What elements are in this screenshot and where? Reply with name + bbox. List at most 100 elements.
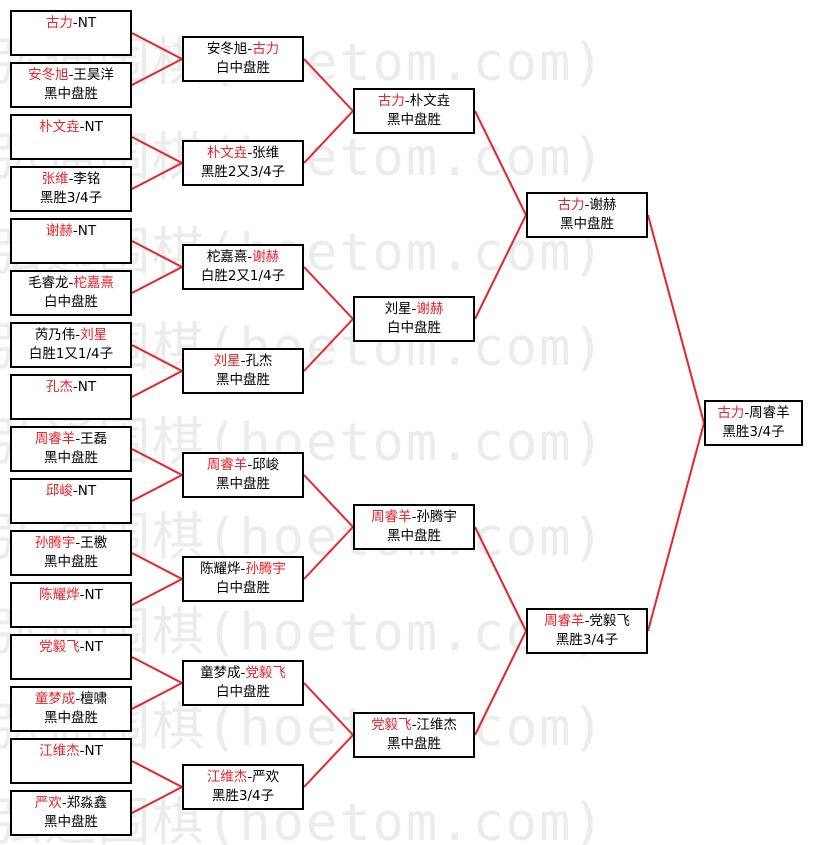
- connector-line: [474, 526, 527, 632]
- match-result: 黑中盘胜: [44, 450, 98, 466]
- match-box: 古力-NT: [10, 10, 132, 56]
- winner-name: 古力: [45, 15, 73, 31]
- player-name: -NT: [72, 379, 97, 395]
- connector-line: [131, 370, 183, 398]
- winner-name: 张维: [41, 171, 69, 187]
- match-box: 刘星-孔杰黑中盘胜: [182, 348, 304, 394]
- match-players: 孔杰-NT: [12, 378, 130, 397]
- match-box: 党毅飞-江维杰黑中盘胜: [353, 712, 475, 758]
- player-name: -NT: [79, 587, 103, 603]
- connector-line: [303, 734, 354, 788]
- connector-line: [303, 266, 354, 320]
- winner-name: 古力: [717, 405, 745, 421]
- winner-name: 安冬旭: [28, 67, 69, 83]
- match-result: 黑中盘胜: [216, 372, 270, 388]
- winner-name: 古力: [557, 197, 585, 213]
- match-result: [12, 397, 130, 416]
- winner-name: 邱峻: [45, 483, 73, 499]
- match-box: 古力-朴文垚黑中盘胜: [353, 88, 475, 134]
- match-result: 白中盘胜: [216, 60, 270, 76]
- match-players: 周睿羊-邱峻: [184, 456, 302, 475]
- player-name: -谢赫: [584, 197, 617, 213]
- match-result: 黑中盘胜: [560, 216, 614, 232]
- winner-name: 童梦成: [34, 691, 76, 707]
- winner-name: 朴文垚: [39, 119, 80, 135]
- winner-name: 谢赫: [252, 249, 280, 265]
- winner-name: 柁嘉熹: [73, 275, 114, 291]
- player-name: -孙腾宇: [411, 509, 457, 525]
- player-name: 刘星-: [384, 301, 417, 317]
- winner-name: 江维杰: [39, 743, 80, 759]
- match-players: 柁嘉熹-谢赫: [184, 248, 302, 267]
- player-name: -周睿羊: [744, 405, 790, 421]
- player-name: 毛睿龙-: [28, 275, 74, 291]
- match-players: 陈耀烨-孙腾宇: [184, 560, 302, 579]
- connector-line: [131, 474, 183, 502]
- match-box: 古力-谢赫黑中盘胜: [526, 192, 648, 238]
- winner-name: 党毅飞: [245, 665, 286, 681]
- match-players: 谢赫-NT: [12, 222, 130, 241]
- match-players: 陈耀烨-NT: [12, 586, 130, 605]
- match-box: 张维-李铭黑胜3/4子: [10, 166, 132, 212]
- match-result: 黑中盘胜: [44, 554, 98, 570]
- match-box: 江维杰-NT: [10, 738, 132, 784]
- match-result: [12, 137, 130, 156]
- player-name: -NT: [79, 639, 103, 655]
- match-box: 周睿羊-王磊黑中盘胜: [10, 426, 132, 472]
- match-box: 陈耀烨-孙腾宇白中盘胜: [182, 556, 304, 602]
- match-box: 周睿羊-党毅飞黑胜3/4子: [526, 608, 648, 654]
- winner-name: 古力: [252, 41, 280, 57]
- match-result: [12, 241, 130, 260]
- match-box: 安冬旭-王昊洋黑中盘胜: [10, 62, 132, 108]
- match-players: 江维杰-严欢: [184, 768, 302, 787]
- match-result: 黑胜2又3/4子: [200, 164, 286, 180]
- player-name: -NT: [72, 223, 97, 239]
- match-box: 孔杰-NT: [10, 374, 132, 420]
- winner-name: 党毅飞: [39, 639, 80, 655]
- match-result: 黑胜3/4子: [555, 632, 619, 648]
- match-result: 黑中盘胜: [44, 814, 98, 830]
- winner-name: 江维杰: [206, 769, 248, 785]
- match-players: 党毅飞-NT: [12, 638, 130, 657]
- connector-line: [131, 656, 183, 684]
- player-name: -王檄: [75, 535, 108, 551]
- match-box: 童梦成-党毅飞白中盘胜: [182, 660, 304, 706]
- player-name: 童梦成-: [200, 665, 246, 681]
- winner-name: 刘星: [213, 353, 241, 369]
- match-box: 严欢-郑淼鑫黑中盘胜: [10, 790, 132, 836]
- match-players: 邱峻-NT: [12, 482, 130, 501]
- match-players: 古力-谢赫: [528, 196, 646, 215]
- connector-line: [131, 266, 183, 294]
- match-players: 安冬旭-古力: [184, 40, 302, 59]
- connector-line: [131, 32, 183, 60]
- winner-name: 朴文垚: [206, 145, 248, 161]
- match-players: 党毅飞-江维杰: [355, 716, 473, 735]
- player-name: -李铭: [68, 171, 101, 187]
- connector-line: [474, 630, 527, 736]
- match-box: 古力-周睿羊黑胜3/4子: [704, 400, 803, 446]
- player-name: -党毅飞: [584, 613, 630, 629]
- match-result: [12, 605, 130, 624]
- winner-name: 刘星: [80, 327, 108, 343]
- winner-name: 周睿羊: [544, 613, 585, 629]
- match-players: 周睿羊-党毅飞: [528, 612, 646, 631]
- winner-name: 周睿羊: [206, 457, 248, 473]
- match-players: 孙腾宇-王檄: [12, 534, 130, 553]
- connector-line: [131, 136, 183, 164]
- winner-name: 党毅飞: [371, 717, 412, 733]
- match-result: 白中盘胜: [216, 580, 270, 596]
- connector-line: [131, 58, 183, 86]
- match-result: 黑中盘胜: [387, 112, 441, 128]
- match-box: 童梦成-檀啸黑中盘胜: [10, 686, 132, 732]
- match-result: 黑胜3/4子: [722, 424, 785, 440]
- match-result: [12, 657, 130, 676]
- match-box: 陈耀烨-NT: [10, 582, 132, 628]
- match-box: 安冬旭-古力白中盘胜: [182, 36, 304, 82]
- connector-line: [303, 58, 354, 112]
- match-players: 严欢-郑淼鑫: [12, 794, 130, 813]
- player-name: -朴文垚: [404, 93, 451, 109]
- match-players: 朴文垚-张维: [184, 144, 302, 163]
- connector-line: [303, 318, 354, 372]
- player-name: -郑淼鑫: [61, 795, 108, 811]
- connector-line: [131, 760, 183, 788]
